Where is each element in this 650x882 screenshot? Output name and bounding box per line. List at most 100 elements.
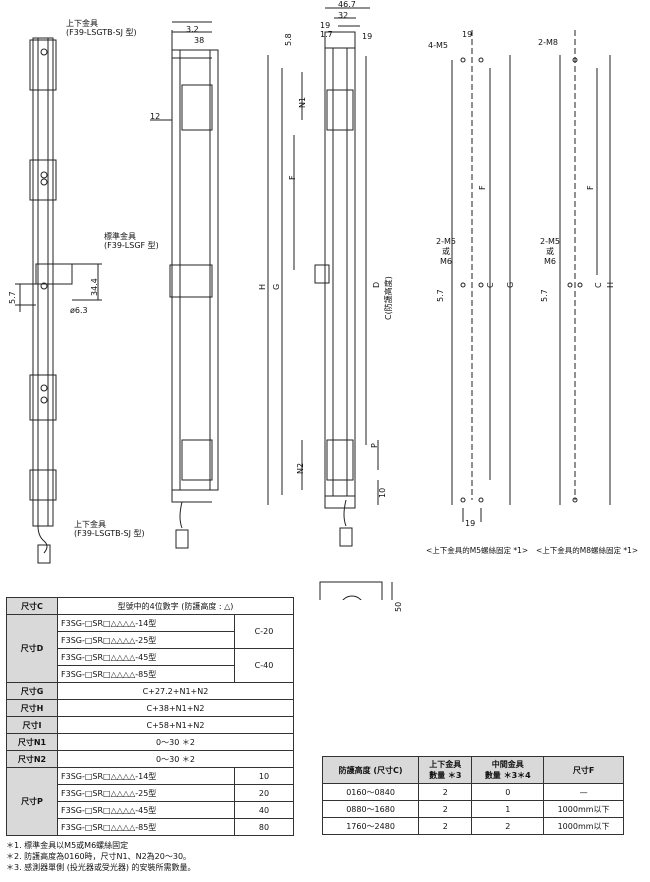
row-header: 尺寸N2 <box>6 750 58 768</box>
table-cell: 1000mm以下 <box>543 800 624 818</box>
sensor-elevation-view <box>324 47 356 497</box>
dim-n1: N1 <box>298 96 307 108</box>
dim-n2: N2 <box>296 462 305 474</box>
label-m6-b: M6 <box>544 257 556 266</box>
table-cell: 1 <box>471 800 545 818</box>
model-cell: F3SG-□SR□△△△△-14型 <box>57 614 235 632</box>
caption-m8-fixing: <上下金具的M8螺絲固定 *1> <box>536 546 639 555</box>
label-2-m8: 2-M8 <box>538 38 558 47</box>
dim-19-top: 19 <box>320 21 331 30</box>
dim-12: 12 <box>150 112 161 121</box>
model-cell: F3SG-□SR□△△△△-45型 <box>57 648 235 666</box>
row-header: 尺寸C <box>6 597 58 615</box>
sensor-front-view <box>32 37 54 527</box>
row-header: 尺寸H <box>6 699 58 717</box>
technical-drawing <box>15 7 611 600</box>
dim-38: 38 <box>194 36 205 45</box>
dim-c-protective-height: C(防護高度) <box>384 276 393 320</box>
dim-c-right-b: C <box>594 282 603 288</box>
value-cell: C-40 <box>234 648 294 683</box>
dim-f-center: F <box>288 175 297 180</box>
table-cell: 0880～1680 <box>321 800 420 818</box>
dim-19-angle: 19 <box>362 32 373 41</box>
dim-f-right-a: F <box>478 185 487 190</box>
dim-f-right-b: F <box>586 185 595 190</box>
table-cell: 0～30 ＊2 <box>57 750 294 768</box>
dim-50: 50 <box>394 601 403 612</box>
dim-d: D <box>372 281 381 288</box>
label-or-a: 或 <box>442 247 450 256</box>
dim-5-8: 5.8 <box>284 33 293 46</box>
row-header: 尺寸N1 <box>6 733 58 751</box>
table-cell: 1000mm以下 <box>543 817 624 835</box>
table-cell: 型號中的4位數字 (防護高度 : △) <box>57 597 294 615</box>
column-header: 中間金具 數量 ＊3＊4 <box>471 756 545 784</box>
dim-5-7-right-b: 5.7 <box>540 289 549 302</box>
model-cell: F3SG-□SR□△△△△-14型 <box>57 767 235 785</box>
dim-p: P <box>370 443 379 448</box>
table-cell: 2 <box>418 800 473 818</box>
dim-phi-6-3: ø6.3 <box>70 306 88 315</box>
sensor-side-view <box>171 49 219 491</box>
note-2: ＊2. 防護高度為0160時，尺寸N1、N2為20～30。 <box>6 852 192 861</box>
row-header: 尺寸I <box>6 716 58 734</box>
table-cell: 2 <box>471 817 545 835</box>
dim-46-7: 46.7 <box>338 0 356 9</box>
model-cell: F3SG-□SR□△△△△-25型 <box>57 784 235 802</box>
dim-g-center: G <box>272 283 281 290</box>
value-cell: 20 <box>234 784 294 802</box>
std-bracket-model: (F39-LSGF 型) <box>104 241 159 250</box>
top-bracket-model: (F39-LSGTB-SJ 型) <box>66 28 137 37</box>
value-cell: C-20 <box>234 614 294 649</box>
model-cell: F3SG-□SR□△△△△-85型 <box>57 665 235 683</box>
dim-g-right-a: G <box>506 281 515 288</box>
column-header: 尺寸F <box>543 756 624 784</box>
value-cell: 40 <box>234 801 294 819</box>
row-header: 尺寸P <box>6 767 58 836</box>
label-m6-a: M6 <box>440 257 452 266</box>
table-cell: 0160～0840 <box>321 783 420 801</box>
dim-h-center: H <box>258 283 267 290</box>
column-header: 防護高度 (尺寸C) <box>321 756 420 784</box>
table-cell: C+38+N1+N2 <box>57 699 294 717</box>
table-cell: 0～30 ＊2 <box>57 733 294 751</box>
note-3: ＊3. 感測器單側 (投光器或受光器) 的安裝所需數量。 <box>6 863 196 872</box>
table-cell: C+58+N1+N2 <box>57 716 294 734</box>
dim-1-7: 1.7 <box>320 30 333 39</box>
bottom-bracket-model: (F39-LSGTB-SJ 型) <box>74 529 145 538</box>
dim-h-right-b: H <box>606 281 615 288</box>
value-cell: 80 <box>234 818 294 836</box>
end-view <box>319 581 383 600</box>
table-cell: 1760～2480 <box>321 817 420 835</box>
label-4-m5: 4-M5 <box>428 41 448 50</box>
dim-5-7-left: 5.7 <box>8 291 17 304</box>
table-cell: 2 <box>418 817 473 835</box>
dim-3-2: 3.2 <box>186 25 199 34</box>
label-or-b: 或 <box>546 247 554 256</box>
column-header: 上下金具 數量 ＊3 <box>418 756 473 784</box>
dim-19-right: 19 <box>462 30 473 39</box>
dim-19-bottom: 19 <box>465 519 476 528</box>
dim-5-7-right-a: 5.7 <box>436 289 445 302</box>
table-cell: C+27.2+N1+N2 <box>57 682 294 700</box>
label-2-m5-b: 2-M5 <box>540 237 560 246</box>
dim-32: 32 <box>338 11 349 20</box>
top-bracket-label: 上下金具 <box>66 19 98 28</box>
dim-c-right-a: C <box>486 282 495 288</box>
table-cell: — <box>543 783 624 801</box>
note-1: ＊1. 標準金具以M5或M6螺絲固定 <box>6 841 129 850</box>
